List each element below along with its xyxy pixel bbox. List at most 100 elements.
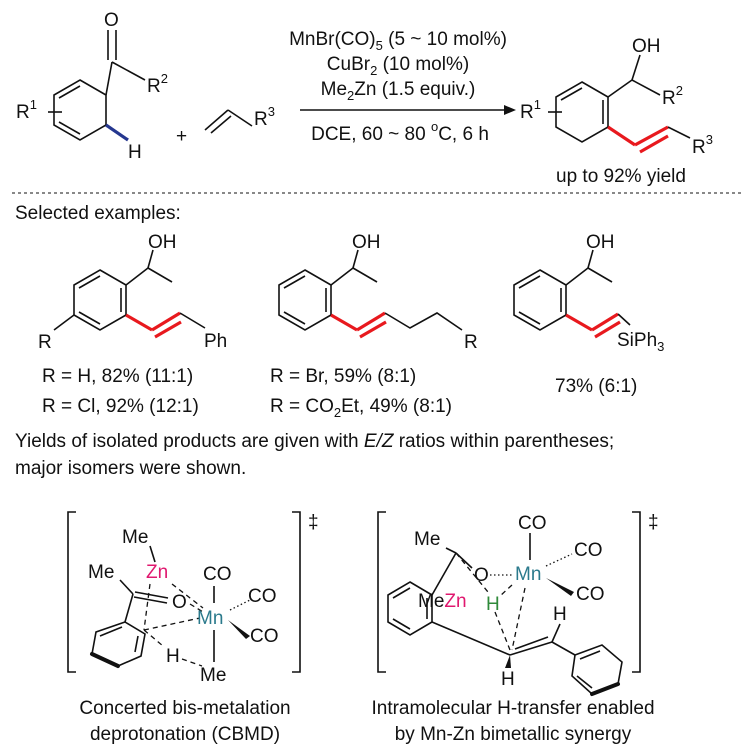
svg-text:MnBr(CO)5 (5 ~ 10 mol%): MnBr(CO)5 (5 ~ 10 mol%) [289,29,507,53]
r3-label: R [692,137,706,158]
dagger-symbol: ‡ [308,512,319,533]
examples-heading: Selected examples: [15,203,181,224]
example-3: OH SiPh3 73% (6:1) [513,232,664,397]
cocatalyst-text: CuBr [327,54,371,75]
yield-note-rest: ratios within parentheses; [393,431,614,452]
r2-sup: 2 [676,83,683,98]
example-2: OH R R = Br, 59% (8:1) R = CO2Et, 49% (8… [270,232,478,420]
example-yield-rest: Et, 49% (8:1) [341,396,452,417]
r1-sup: 1 [30,97,37,112]
svg-text:R3: R3 [254,104,275,130]
solvent-temp-text: DCE, 60 ~ 80 [311,124,431,145]
transition-state-cbmd: ‡ Me Zn Me O Mn CO CO CO H Me Concerted … [67,511,319,745]
catalyst-text: MnBr(CO) [289,29,376,50]
svg-text:R1: R1 [520,97,541,123]
sub: 2 [370,63,377,78]
carbonyl-ligand: CO [250,626,279,647]
methyl-label: Me [122,527,148,548]
svg-text:SiPh3: SiPh3 [617,330,664,354]
hydroxyl-label: OH [586,232,615,253]
yield-note: up to 92% yield [556,166,686,187]
svg-text:R2: R2 [662,83,683,109]
reagent-text: Me [321,79,347,100]
hydrogen-label: H [553,604,567,625]
hydrogen-label: H [501,669,515,690]
hydrogen-label: H [128,142,142,163]
ts1-caption: deprotonation (CBMD) [90,724,280,745]
reactant-aryl-ketone: O R2 R1 H [16,10,168,163]
hydroxyl-label: OH [632,36,661,57]
r-label: R [38,332,52,353]
svg-text:DCE, 60 ~ 80 oC, 6 h: DCE, 60 ~ 80 oC, 6 h [311,119,489,145]
sub: 2 [347,88,354,103]
hydrogen-label: H [166,646,180,667]
reaction-conditions: MnBr(CO)5 (5 ~ 10 mol%) CuBr2 (10 mol%) … [289,29,507,145]
r3-label: R [254,109,268,130]
methyl-label: Me [414,529,440,550]
svg-text:R = CO2Et, 49% (8:1): R = CO2Et, 49% (8:1) [270,396,452,420]
phenyl-label: Ph [204,331,227,352]
sub: 3 [657,339,664,354]
oxygen-label: O [104,10,119,31]
r1-label: R [16,102,30,123]
example-yield: R = Cl, 92% (12:1) [42,396,199,417]
dagger-symbol: ‡ [648,512,659,533]
cocatalyst-loading: (10 mol%) [377,54,469,75]
svg-text:R2: R2 [147,71,168,97]
carbonyl-ligand: CO [574,540,603,561]
catalyst-loading: (5 ~ 10 mol%) [383,29,507,50]
product-structure: OH R1 R2 R3 up to 92% yield [520,36,713,187]
hydroxyl-label: OH [352,232,381,253]
r1-sup: 1 [534,97,541,112]
time-text: C, 6 h [438,124,489,145]
reaction-arrow [300,105,516,115]
ez-italic: E/Z [364,431,395,452]
ts1-caption: Concerted bis-metalation [79,698,290,719]
carbonyl-ligand: CO [518,513,547,534]
manganese-label: Mn [515,564,541,585]
ts2-caption: by Mn-Zn bimetallic synergy [395,724,632,745]
example-yield: 73% (6:1) [555,376,637,397]
r2-label: R [147,76,161,97]
svg-text:R1: R1 [16,97,37,123]
hydroxyl-label: OH [148,232,177,253]
carbonyl-ligand: CO [203,564,232,585]
zinc-label: Zn [444,591,466,612]
degree-sup: o [431,119,438,134]
plus-sign: + [176,126,187,147]
r3-sup: 3 [268,104,275,119]
yield-note-line2: major isomers were shown. [15,458,246,479]
r2-sup: 2 [161,71,168,86]
svg-text:Yields of isolated products ar: Yields of isolated products are given wi… [15,431,614,452]
r3-sup: 3 [706,132,713,147]
methyl-label: Me [418,591,444,612]
r1-label: R [520,102,534,123]
yield-note: Yields of isolated products are given wi… [15,431,364,452]
oxygen-label: O [474,565,489,586]
carbonyl-ligand: CO [248,586,277,607]
ts2-caption: Intramolecular H-transfer enabled [371,698,654,719]
carbonyl-ligand: CO [576,584,605,605]
svg-text:MeZn: MeZn [418,591,467,612]
oxygen-label: O [172,592,187,613]
methyl-label: Me [88,562,114,583]
manganese-label: Mn [197,608,223,629]
r-label: R [464,332,478,353]
svg-text:CuBr2 (10 mol%): CuBr2 (10 mol%) [327,54,469,78]
svg-text:Me2Zn (1.5 equiv.): Me2Zn (1.5 equiv.) [321,79,476,103]
sub: 2 [334,405,341,420]
transferring-hydrogen-label: H [486,594,500,615]
r2-label: R [662,88,676,109]
example-1: OH R Ph R = H, 82% (11:1) R = Cl, 92% (1… [38,232,227,417]
methyl-label: Me [200,665,226,686]
svg-text:R3: R3 [692,132,713,158]
example-yield: R = CO [270,396,334,417]
example-yield: R = H, 82% (11:1) [42,366,193,387]
zinc-label: Zn [146,562,168,583]
example-yield: R = Br, 59% (8:1) [270,366,416,387]
sub: 5 [376,38,383,53]
reagent-amount: Zn (1.5 equiv.) [354,79,475,100]
reactant-alkene: R3 [204,104,275,134]
silyl-label: SiPh [617,330,657,351]
